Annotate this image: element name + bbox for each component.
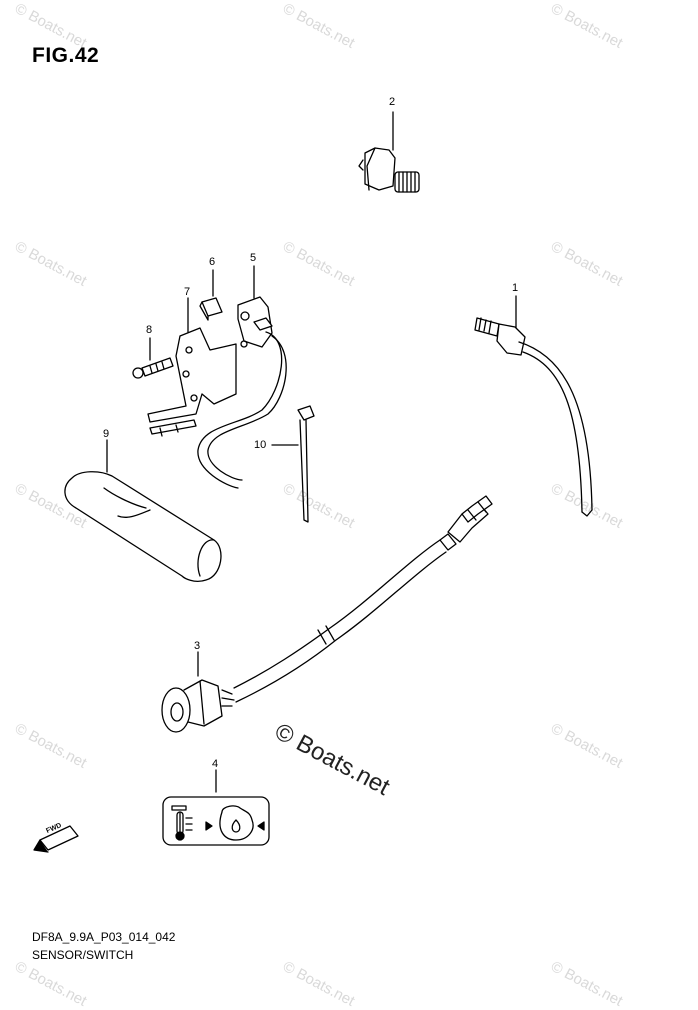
diagram-drawing [33,111,593,853]
callout-6: 6 [209,256,216,268]
part-3-switch-harness [161,495,493,733]
part-6-spacer [199,269,223,321]
callout-5: 5 [250,252,257,264]
part-4-label-plate [162,769,270,846]
part-7-bracket [147,297,237,437]
part-1-sensor-cable [474,295,593,517]
part-2-sensor [358,111,420,193]
fwd-direction-tag [33,825,79,853]
parts-diagram: © Boats.net © Boats.net © Boats.net © Bo… [12,0,625,1010]
callout-3: 3 [194,640,201,652]
callout-4: 4 [212,758,219,770]
figure-title: FIG.42 [32,44,100,67]
callout-7: 7 [184,286,191,298]
part-5-switch [197,265,287,489]
figure-code: DF8A_9.9A_P03_014_042 [32,930,176,944]
part-8-screw [132,337,174,379]
part-10-cable-tie [271,405,315,523]
callout-1: 1 [512,282,519,294]
figure-name: SENSOR/SWITCH [32,948,134,962]
callout-8: 8 [146,324,153,336]
callout-9: 9 [103,428,110,440]
callout-10: 10 [254,439,267,451]
part-9-sleeve [64,439,222,582]
callout-2: 2 [389,96,396,108]
